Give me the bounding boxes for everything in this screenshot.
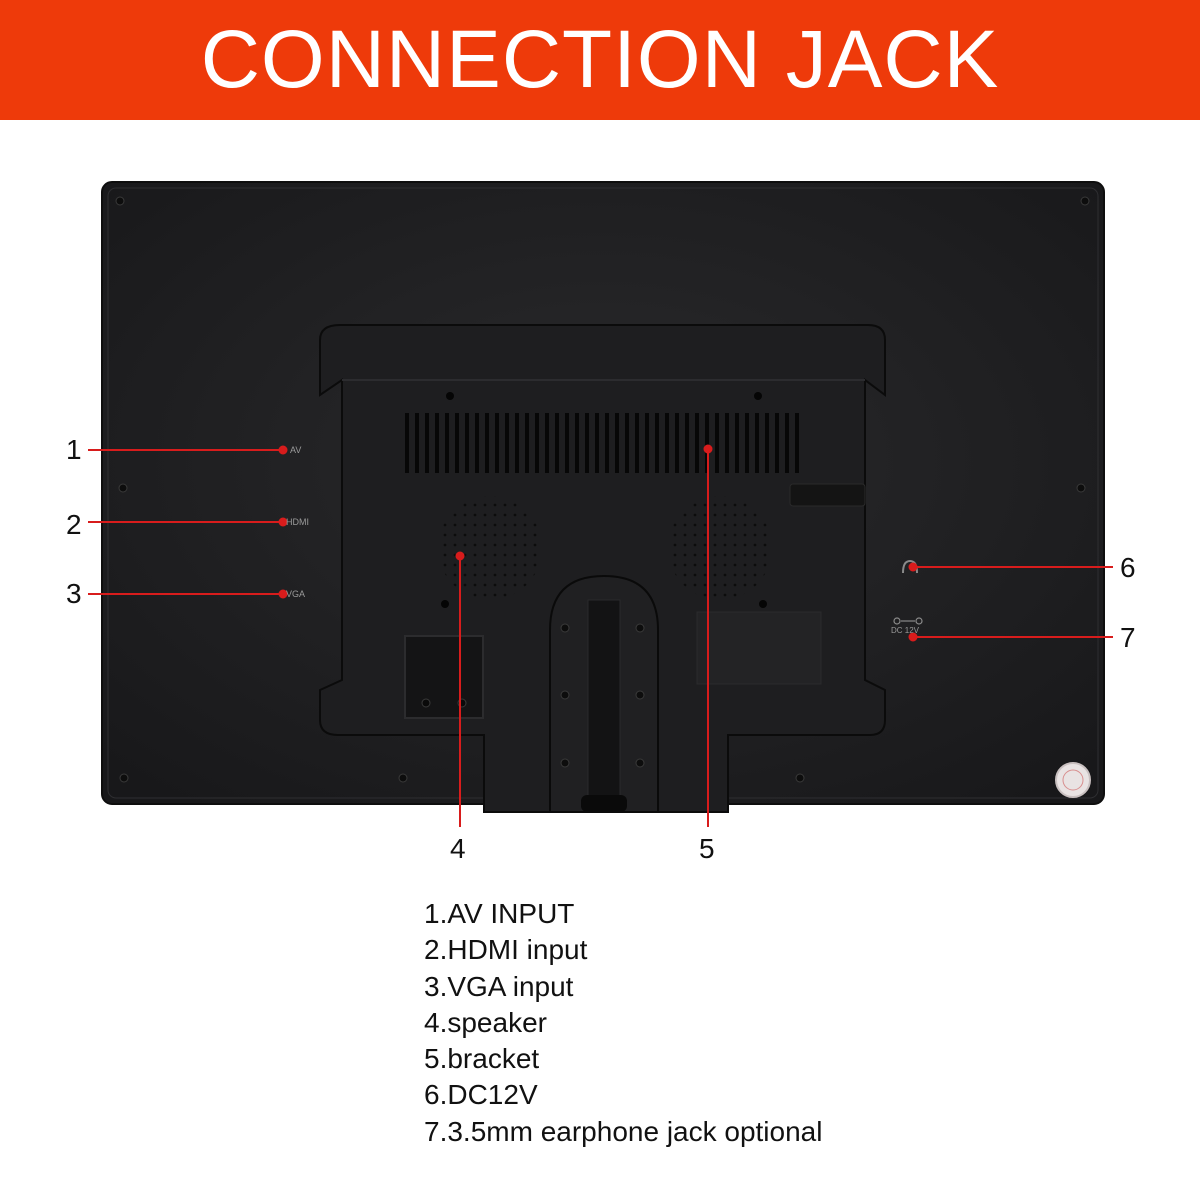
legend-item-speaker: 4.speaker [424,1006,547,1038]
vent-grille [405,413,799,473]
mount-hole-icons [441,392,767,608]
callout-leader-lines [88,444,1113,827]
callout-number-6: 6 [1120,552,1136,583]
port-label-av: AV [290,445,302,455]
callout-number-1: 1 [66,434,82,465]
port-label-dc: DC 12V [891,626,920,635]
port-label-vga: VGA [286,589,306,599]
legend-item-hdmi: 2.HDMI input [424,934,588,966]
dc-polarity-icon [893,617,923,625]
port-cover [404,635,484,719]
legend-item-bracket: 5.bracket [424,1043,540,1075]
legend-item-earphone: 7.3.5mm earphone jack optional [424,1115,823,1147]
speaker-grille-left [438,496,542,600]
callout-number-5: 5 [699,833,715,864]
legend-item-vga: 3.VGA input [424,970,574,1002]
legend-item-av: 1.AV INPUT [424,898,575,929]
banner-title: CONNECTION JACK [200,14,1000,105]
legend-list: 1.AV INPUT 2.HDMI input 3.VGA input 4.sp… [424,896,822,1150]
warranty-sticker [1055,762,1091,798]
callout-number-7: 7 [1120,622,1136,653]
speaker-grille-right [668,496,772,600]
callout-number-3: 3 [66,578,82,609]
legend-item-dc12v: 6.DC12V [424,1079,538,1111]
title-banner: CONNECTION JACK [0,0,1200,120]
callout-number-2: 2 [66,509,82,540]
port-label-hdmi: HDMI [286,517,309,527]
callout-number-4: 4 [450,833,466,864]
screw-icons [115,196,1090,783]
